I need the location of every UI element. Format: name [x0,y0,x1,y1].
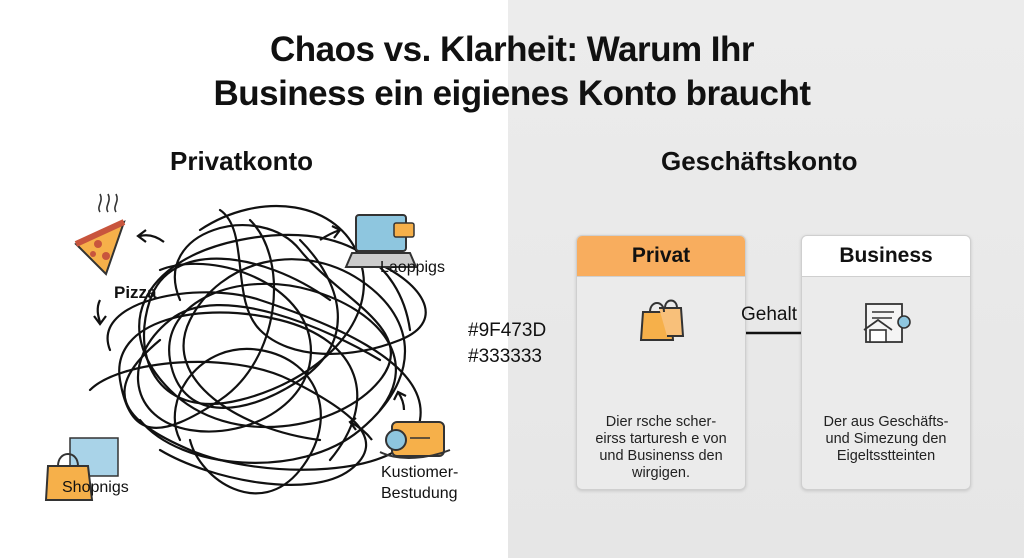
tangle-lines [88,204,427,495]
color-codes: #9F473D #333333 [468,318,546,370]
laptop-label: Laoppigs [380,259,445,276]
kunde-label-line-2: Bestudung [381,485,458,502]
privatkonto-heading: Privatkonto [170,146,314,176]
pizza-icon [74,219,126,276]
privat-card-title: Privat [577,236,745,277]
business-text-line-3: Eigeltsstteinten [836,448,936,464]
steam-icon [98,193,118,213]
business-text-line-2: und Simezung den [825,431,947,447]
arrows [93,225,407,441]
title-line-1: Chaos vs. Klarheit: Warum Ihr [269,30,755,69]
laptop-icon [344,214,418,268]
geschaeftskonto-heading: Geschäftskonto [661,146,858,176]
business-card-title: Business [802,236,970,277]
privat-text-line-3: und Businenss den [599,448,723,464]
shopping-label: Shopnigs [62,479,129,496]
privat-card: Privat Dier rsche scher- eirss tarturesh… [576,235,746,490]
house-document-icon [863,303,911,343]
salary-arrow-label: Gehalt [741,304,797,325]
kunde-label: Kustiomer- Bestudung [381,462,481,504]
shopping-bag-icon [44,437,119,501]
color-code-2: #333333 [468,346,542,367]
money-icon [379,421,451,459]
business-card-text: Der aus Geschäfts- und Simezung den Eige… [812,414,960,465]
privat-text-line-2: eirss tarturesh e von [595,431,727,447]
kunde-label-line-1: Kustiomer- [381,464,459,481]
privat-text-line-1: Dier rsche scher- [605,414,717,430]
title-line-2: Business ein eigienes Konto braucht [213,74,811,113]
shopping-bag-icon [639,299,685,341]
color-code-1: #9F473D [468,320,547,341]
privat-card-text: Dier rsche scher- eirss tarturesh e von … [587,414,735,482]
pizza-label: Pizza [114,283,157,302]
business-card: Business Der aus Geschäfts- und Simezung… [801,235,971,490]
page-title: Chaos vs. Klarheit: Warum Ihr Business e… [0,28,1024,116]
privat-text-line-4: wirgigen. [631,465,691,481]
business-text-line-1: Der aus Geschäfts- [823,414,949,430]
